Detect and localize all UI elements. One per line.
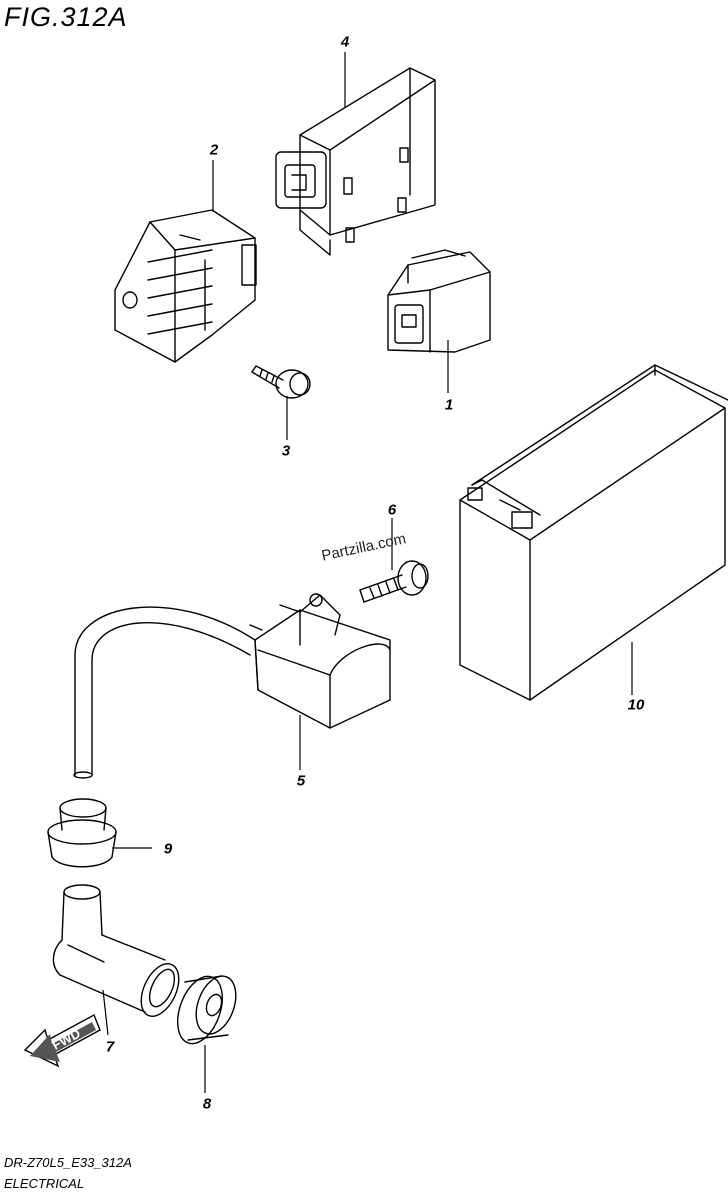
part-1-coupler[interactable] bbox=[387, 249, 491, 353]
part-10-battery[interactable] bbox=[459, 364, 728, 701]
fwd-arrow: FWD bbox=[23, 1014, 101, 1068]
part-3-bolt[interactable] bbox=[251, 365, 311, 399]
callout-3[interactable]: 3 bbox=[281, 442, 291, 460]
callout-8[interactable]: 8 bbox=[202, 1095, 212, 1113]
part-2-regulator[interactable] bbox=[114, 209, 257, 363]
callout-10[interactable]: 10 bbox=[627, 696, 645, 714]
callout-6[interactable]: 6 bbox=[387, 501, 397, 519]
callout-5[interactable]: 5 bbox=[296, 772, 306, 790]
part-7-plug-cap[interactable] bbox=[52, 884, 186, 1022]
callout-4[interactable]: 4 bbox=[340, 33, 350, 51]
part-5-ignition-coil[interactable] bbox=[73, 593, 391, 779]
figure-title: FIG.312A bbox=[4, 2, 128, 32]
part-6-bolt[interactable] bbox=[359, 560, 429, 603]
model-code: DR-Z70L5_E33_312A bbox=[4, 1155, 132, 1170]
section-name: ELECTRICAL bbox=[4, 1176, 85, 1191]
callout-7[interactable]: 7 bbox=[105, 1038, 115, 1056]
leader-lines bbox=[102, 52, 633, 1093]
part-8-ring[interactable] bbox=[169, 970, 243, 1049]
callout-9[interactable]: 9 bbox=[163, 840, 173, 858]
part-9-seal[interactable] bbox=[47, 798, 117, 868]
callout-1[interactable]: 1 bbox=[444, 396, 454, 414]
callout-2[interactable]: 2 bbox=[209, 141, 219, 159]
part-4-cdi-unit[interactable] bbox=[275, 67, 436, 256]
